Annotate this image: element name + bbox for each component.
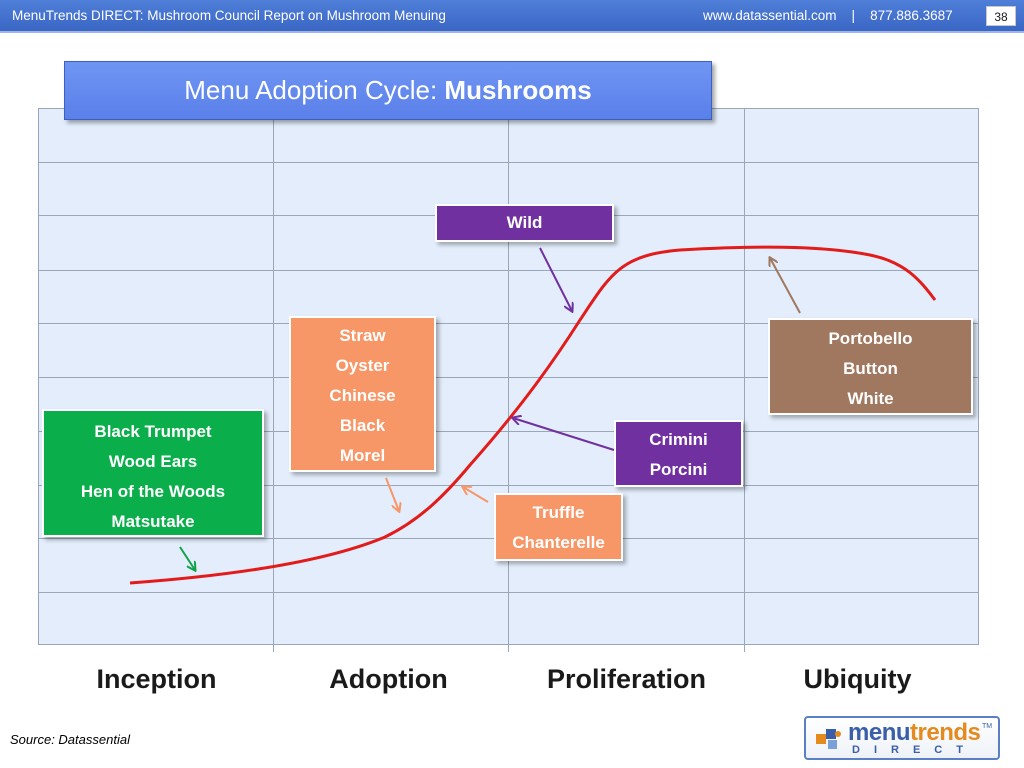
source-note: Source: Datassential [10, 732, 130, 747]
stage-divider [744, 109, 745, 652]
mushroom-label: Portobello [828, 329, 913, 348]
mushroom-label: Crimini [649, 430, 708, 449]
contact-info: www.datassential.com | 877.886.3687 [703, 8, 953, 23]
logo-word-main: menu [848, 719, 911, 746]
mushroom-label: Oyster [335, 356, 390, 375]
stage-divider [508, 109, 509, 652]
inception-arrow [179, 546, 195, 570]
mushroom-label: Straw [339, 326, 386, 345]
mushroom-label: Wild [506, 213, 543, 232]
mushroom-label: Chinese [329, 386, 396, 405]
stage-label-ubiquity: Ubiquity [803, 664, 912, 694]
stage-label-proliferation: Proliferation [546, 664, 707, 694]
mushroom-label: Button [843, 359, 898, 378]
diagram-title-prefix: Menu Adoption Cycle: [184, 75, 445, 105]
mushroom-label: Black [339, 416, 386, 435]
mushroom-label: Black Trumpet [94, 422, 212, 441]
logo-trademark: TM [982, 723, 993, 730]
page-number: 38 [986, 6, 1016, 26]
adoption-late-arrow [463, 487, 489, 503]
stage-label-adoption: Adoption [329, 664, 448, 694]
stage-divider [273, 109, 274, 652]
mushroom-label: White [847, 389, 894, 408]
mushroom-label: Porcini [649, 460, 708, 479]
logo-wordmark: menutrends [848, 719, 981, 747]
logo-word-accent: trends [910, 719, 981, 746]
report-title: MenuTrends DIRECT: Mushroom Council Repo… [12, 8, 446, 23]
ubiquity-arrow [770, 258, 801, 314]
puzzle-icon [816, 729, 841, 749]
adoption-curve [129, 245, 937, 585]
stage-label-inception: Inception [96, 664, 217, 694]
diagram-title-emphasis: Mushrooms [444, 75, 592, 105]
diagram-title: Menu Adoption Cycle: Mushrooms [64, 61, 712, 120]
mushroom-label: Chanterelle [512, 533, 605, 552]
mushroom-label: Matsutake [111, 512, 195, 531]
proliferation-arrow [513, 418, 615, 451]
group-wild: Wild [435, 204, 614, 242]
mushroom-label: Hen of the Woods [80, 482, 226, 501]
mushroom-label: Morel [339, 446, 386, 465]
logo-subtitle: DIRECT [852, 744, 977, 756]
menutrends-logo: menutrends TM DIRECT [804, 716, 1000, 760]
header-bar: MenuTrends DIRECT: Mushroom Council Repo… [0, 0, 1024, 33]
mushroom-label: Truffle [532, 503, 585, 522]
wild-arrow [539, 247, 572, 311]
adoption-early-arrow [385, 477, 399, 511]
mushroom-label: Wood Ears [108, 452, 198, 471]
